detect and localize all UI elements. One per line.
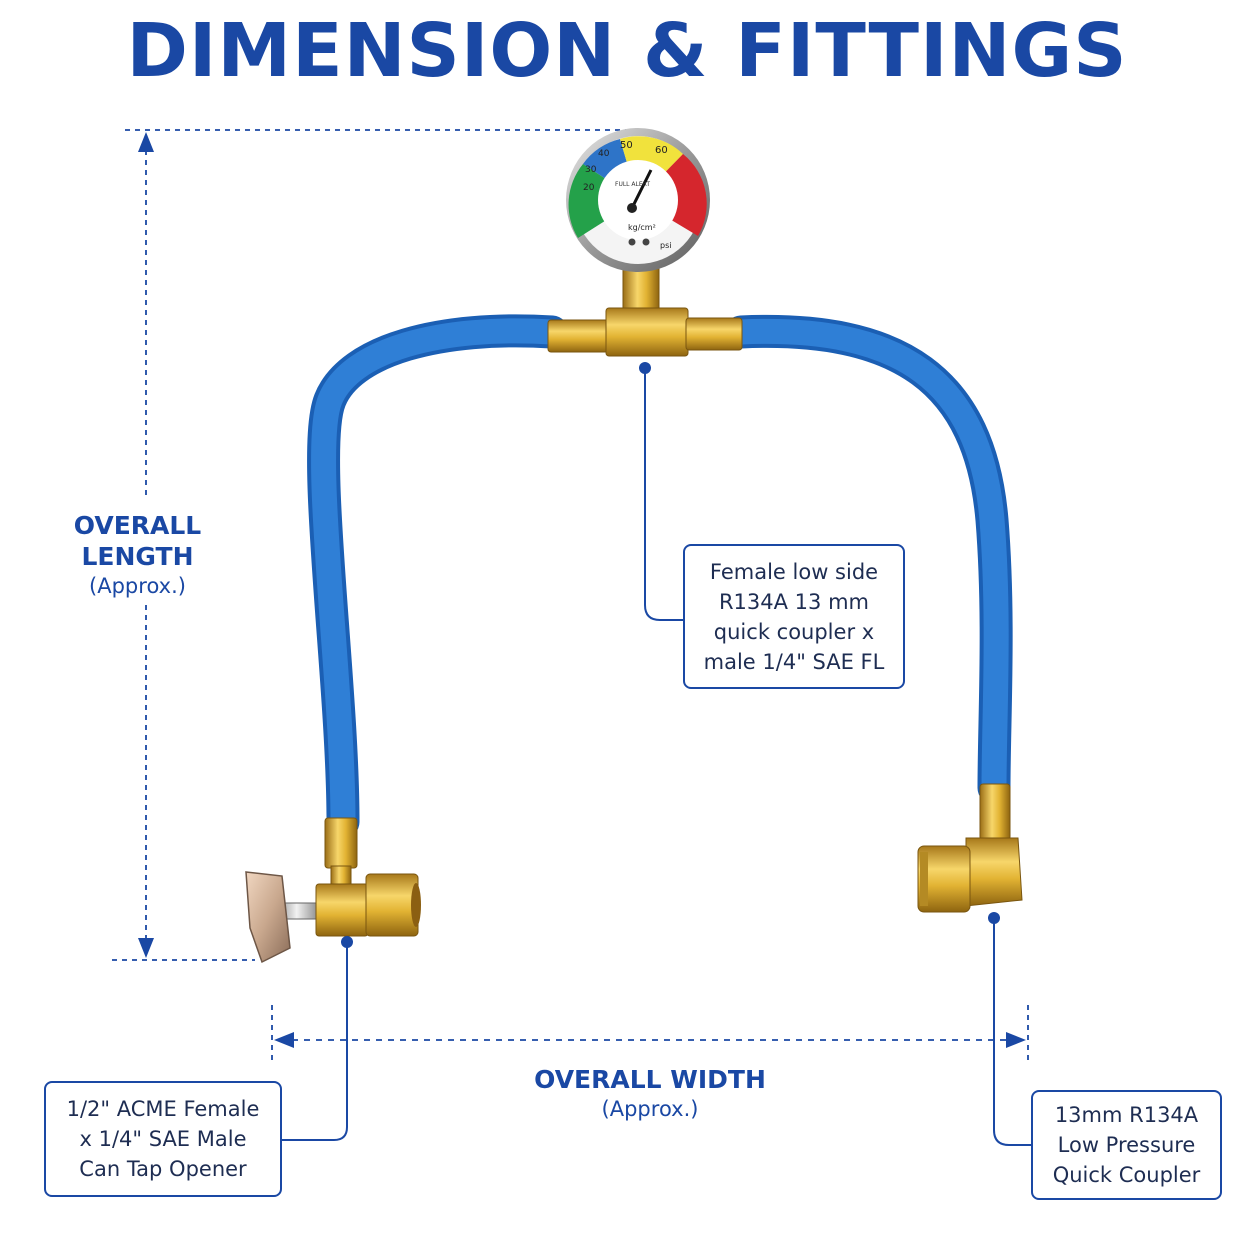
callout-center-fitting: Female low side R134A 13 mm quick couple… bbox=[683, 544, 905, 689]
overall-length-dimension bbox=[112, 129, 630, 961]
overall-width-dimension bbox=[271, 1005, 1029, 1060]
callout-left-fitting: 1/2" ACME Female x 1/4" SAE Male Can Tap… bbox=[44, 1081, 282, 1197]
overall-length-approx: (Approx.) bbox=[89, 574, 186, 598]
gauge-unit-psi: psi bbox=[660, 241, 671, 250]
gauge-scale-50: 50 bbox=[620, 140, 633, 151]
overall-width-line1: OVERALL WIDTH bbox=[534, 1065, 766, 1094]
hose bbox=[307, 314, 1013, 839]
can-tap-valve bbox=[245, 817, 421, 964]
center-tee-fitting bbox=[547, 267, 743, 357]
gauge-scale-40: 40 bbox=[598, 149, 610, 159]
arrow-up-icon bbox=[138, 132, 154, 152]
arrow-down-icon bbox=[138, 938, 154, 958]
gauge-scale-60: 60 bbox=[655, 145, 668, 156]
gauge-unit-kg: kg/cm² bbox=[628, 223, 656, 232]
gauge-ring-text: FULL ALERT bbox=[615, 181, 650, 188]
arrow-left-icon bbox=[274, 1032, 294, 1048]
gauge-scale-30: 30 bbox=[585, 165, 597, 175]
overall-width-approx: (Approx.) bbox=[601, 1097, 699, 1121]
callout-dot-left bbox=[341, 936, 353, 948]
overall-length-line1: OVERALL bbox=[73, 511, 202, 540]
page-title: DIMENSION & FITTINGS bbox=[126, 8, 1128, 94]
callout-dot-right bbox=[988, 912, 1000, 924]
callout-dot-center bbox=[639, 362, 651, 374]
arrow-right-icon bbox=[1006, 1032, 1026, 1048]
callout-right-fitting: 13mm R134A Low Pressure Quick Coupler bbox=[1031, 1090, 1222, 1200]
gauge-scale-20: 20 bbox=[583, 183, 595, 193]
gauge-needle bbox=[630, 169, 653, 209]
quick-coupler bbox=[917, 783, 1023, 913]
pressure-gauge: 50 60 40 30 20 FULL ALERT kg/cm² psi bbox=[566, 128, 710, 272]
overall-length-line2: LENGTH bbox=[81, 542, 194, 571]
overall-width-label: OVERALL WIDTH (Approx.) bbox=[450, 1064, 850, 1124]
overall-length-label: OVERALL LENGTH (Approx.) bbox=[40, 510, 235, 601]
valve-handle bbox=[245, 871, 291, 964]
leader-lines bbox=[280, 370, 1033, 1146]
